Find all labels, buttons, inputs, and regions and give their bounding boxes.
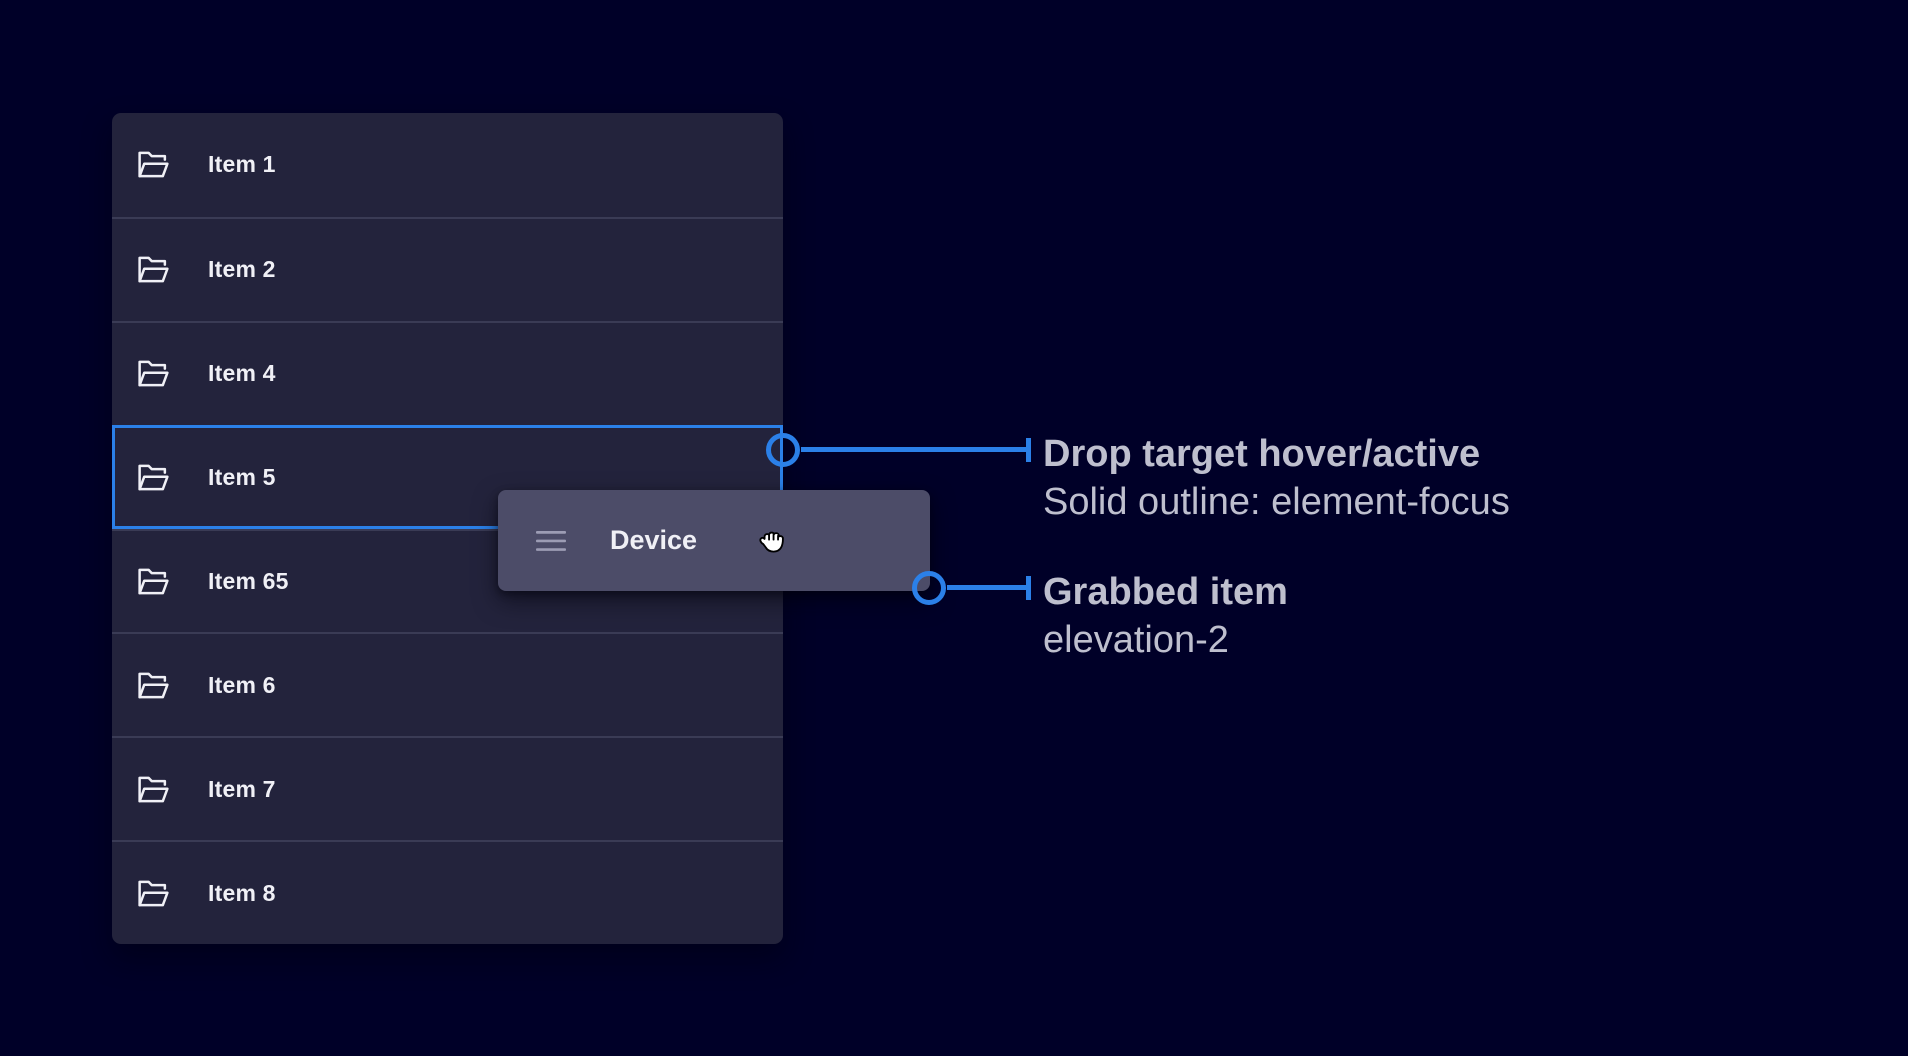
folder-open-icon [138, 568, 169, 595]
callout-tick-drop-target [1026, 438, 1031, 462]
list-item-label: Item 6 [208, 671, 276, 698]
folder-open-icon [138, 360, 169, 387]
list-item[interactable]: Item 1 [112, 113, 783, 217]
list-item[interactable]: Item 65 [112, 528, 783, 633]
list-item-label: Item 8 [208, 879, 276, 906]
list-item-label: Item 7 [208, 775, 276, 802]
folder-open-icon [138, 256, 169, 283]
annotation-title: Drop target hover/active [1043, 433, 1481, 475]
grab-cursor-icon [759, 531, 784, 553]
folder-open-icon [138, 672, 169, 699]
annotation-grabbed-item: Grabbed item elevation-2 [1043, 568, 1288, 664]
drag-handle-icon[interactable] [536, 530, 566, 552]
folder-open-icon [138, 464, 169, 491]
list-item[interactable]: Item 8 [112, 840, 783, 944]
annotation-subtitle: Solid outline: element-focus [1043, 481, 1510, 523]
list-item-label: Item 65 [208, 567, 289, 594]
annotation-drop-target: Drop target hover/active Solid outline: … [1043, 430, 1510, 526]
list-item-label: Item 5 [208, 464, 276, 491]
list-item-label: Item 4 [208, 360, 276, 387]
folder-open-icon [138, 880, 169, 906]
callout-tick-grabbed-item [1026, 576, 1031, 600]
callout-line-grabbed-item [947, 585, 1027, 590]
list-item[interactable]: Item 4 [112, 320, 783, 425]
grabbed-item-card[interactable]: Device [498, 490, 930, 591]
callout-circle-drop-target [766, 433, 800, 467]
list-item[interactable]: Item 7 [112, 736, 783, 840]
list-item-label: Item 1 [208, 151, 276, 178]
list-item-label: Item 2 [208, 256, 276, 283]
callout-line-drop-target [801, 447, 1027, 452]
callout-circle-grabbed-item [912, 571, 946, 605]
annotation-title: Grabbed item [1043, 571, 1288, 613]
folder-open-icon [138, 776, 169, 803]
list-item[interactable]: Item 2 [112, 216, 783, 321]
list-item[interactable]: Item 6 [112, 632, 783, 736]
folder-open-icon [138, 152, 169, 178]
annotation-subtitle: elevation-2 [1043, 619, 1229, 661]
grabbed-item-label: Device [610, 525, 698, 555]
